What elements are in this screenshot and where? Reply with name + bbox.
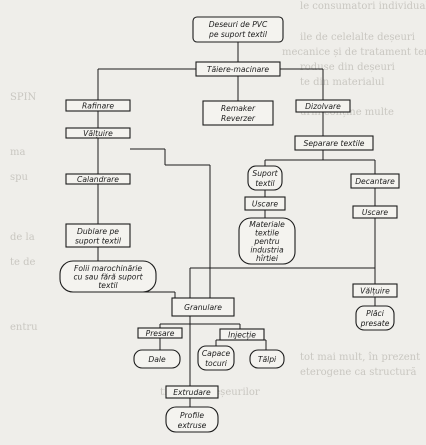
bg-line: te de xyxy=(10,257,36,268)
node-label: Dale xyxy=(148,355,166,364)
node-label: Dizolvare xyxy=(305,102,341,111)
node-pressed-plates: Plăci presate xyxy=(355,305,395,331)
bg-line: mecanice și de tratament termic xyxy=(282,47,426,58)
node-label: Presare xyxy=(146,329,175,338)
node-label: pe suport textil xyxy=(208,30,268,39)
node-label: hîrtiei xyxy=(256,254,279,263)
node-label: textil xyxy=(98,281,118,290)
node-label: Capace xyxy=(202,349,231,358)
node-rolling-2: Vălțuire xyxy=(352,283,398,298)
node-decanting: Decantare xyxy=(350,173,400,189)
bg-line: ma xyxy=(10,147,25,158)
node-label: Profile xyxy=(180,411,204,420)
node-extrusion: Extrudare xyxy=(165,385,219,399)
node-label: industria xyxy=(250,246,284,255)
bg-line: de la xyxy=(10,232,35,243)
node-rolling-1: Vălțuire xyxy=(65,127,131,139)
node-soles: Tălpi xyxy=(249,349,285,369)
node-refining: Rafinare xyxy=(65,99,131,112)
node-label: Uscare xyxy=(362,208,388,217)
node-label: Remaker xyxy=(221,104,256,113)
node-label: textil xyxy=(255,179,275,188)
node-label: Tălpi xyxy=(258,355,277,364)
node-label: Uscare xyxy=(252,200,278,209)
node-label: Separare textile xyxy=(304,139,365,148)
node-label: Injecție xyxy=(228,331,256,340)
node-cutting-grinding: Tăiere-macinare xyxy=(195,61,281,77)
node-dissolving: Dizolvare xyxy=(295,99,351,113)
node-lamination: Dublare pe suport textil xyxy=(65,223,131,248)
node-textile-separation: Separare textile xyxy=(294,135,374,151)
node-label: extruse xyxy=(178,421,207,430)
node-label: Calandrare xyxy=(77,175,119,184)
node-label: tocuri xyxy=(205,359,228,368)
node-label: Extrudare xyxy=(173,388,211,397)
node-label: presate xyxy=(360,319,390,328)
node-label: Suport xyxy=(252,169,278,178)
node-granulation: Granulare xyxy=(171,297,235,317)
bg-line: spu xyxy=(10,172,29,183)
bg-line: tot mai mult, în prezent xyxy=(300,352,420,363)
node-label: pentru xyxy=(253,237,279,246)
node-label: Deseuri de PVC xyxy=(209,20,268,29)
node-label: suport textil xyxy=(75,237,122,246)
node-label: Granulare xyxy=(184,303,222,312)
node-tiles: Dale xyxy=(133,349,181,369)
node-label: Tăiere-macinare xyxy=(207,65,270,74)
bg-line: ile de celelalte deșeuri xyxy=(300,32,415,43)
node-label: Folii marochinărie xyxy=(74,264,142,273)
node-heel-caps: Capace tocuri xyxy=(197,345,235,371)
node-leather-foils: Folii marochinărie cu sau fără suport te… xyxy=(59,260,157,293)
bg-line: te din materialul xyxy=(300,77,385,88)
node-textile-materials: Materiale textile pentru industria hîrti… xyxy=(238,217,296,265)
node-textile-support: Suport textil xyxy=(247,165,283,191)
node-label: cu sau fără suport xyxy=(73,273,143,282)
node-pressing: Presare xyxy=(137,327,183,339)
node-extruded-profiles: Profile extruse xyxy=(165,406,219,433)
node-label: Reverzer xyxy=(221,114,256,123)
node-label: Materiale xyxy=(249,220,285,229)
node-injection: Injecție xyxy=(219,328,265,341)
node-pvc-waste: Deseuri de PVC pe suport textil xyxy=(192,16,284,43)
node-label: textile xyxy=(255,229,279,238)
node-calendering: Calandrare xyxy=(65,173,131,185)
bg-line: SPIN xyxy=(10,92,37,103)
node-drying-2: Uscare xyxy=(352,205,398,219)
node-label: Vălțuire xyxy=(360,287,390,296)
node-label: Rafinare xyxy=(82,102,114,111)
node-drying-1: Uscare xyxy=(244,196,286,211)
bg-line: entru xyxy=(10,322,38,333)
bg-line: eterogene ca structură xyxy=(300,367,416,378)
node-label: Decantare xyxy=(355,177,395,186)
bg-line: roduse din deșeuri xyxy=(300,62,395,73)
bg-line: le consumatori individuali xyxy=(300,1,426,12)
node-label: Dublare pe xyxy=(77,227,119,236)
node-remaker-reverzer: Remaker Reverzer xyxy=(202,100,274,126)
node-label: Vălțuire xyxy=(83,129,113,138)
node-label: Plăci xyxy=(366,309,385,318)
